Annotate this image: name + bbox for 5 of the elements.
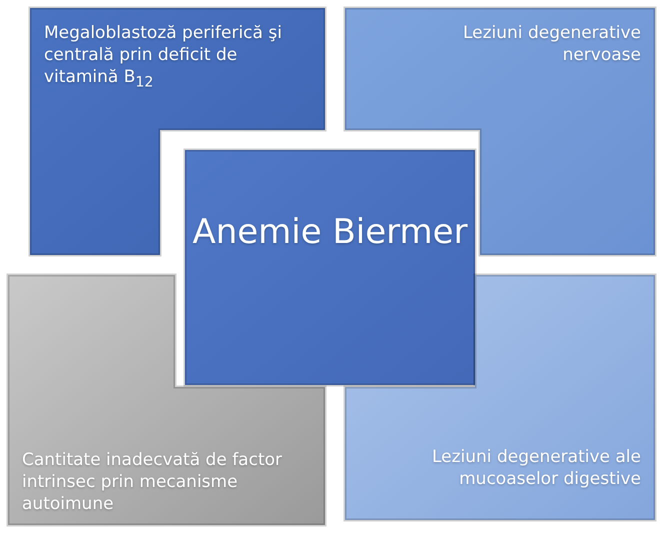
panel-text: Cantitate inadecvată de factor intrinsec prin mecanisme autoimune — [22, 448, 283, 515]
panel-text: Leziuni degenerative nervoase — [462, 22, 641, 66]
center-title: Anemie Biermer — [191, 211, 469, 254]
panel-text: Megaloblastoză periferică şi centrală prin deficit de vitamină B$_{12}$ — [44, 22, 283, 92]
panel-text: Leziuni degenerative ale mucoaselor digestive — [430, 446, 641, 490]
